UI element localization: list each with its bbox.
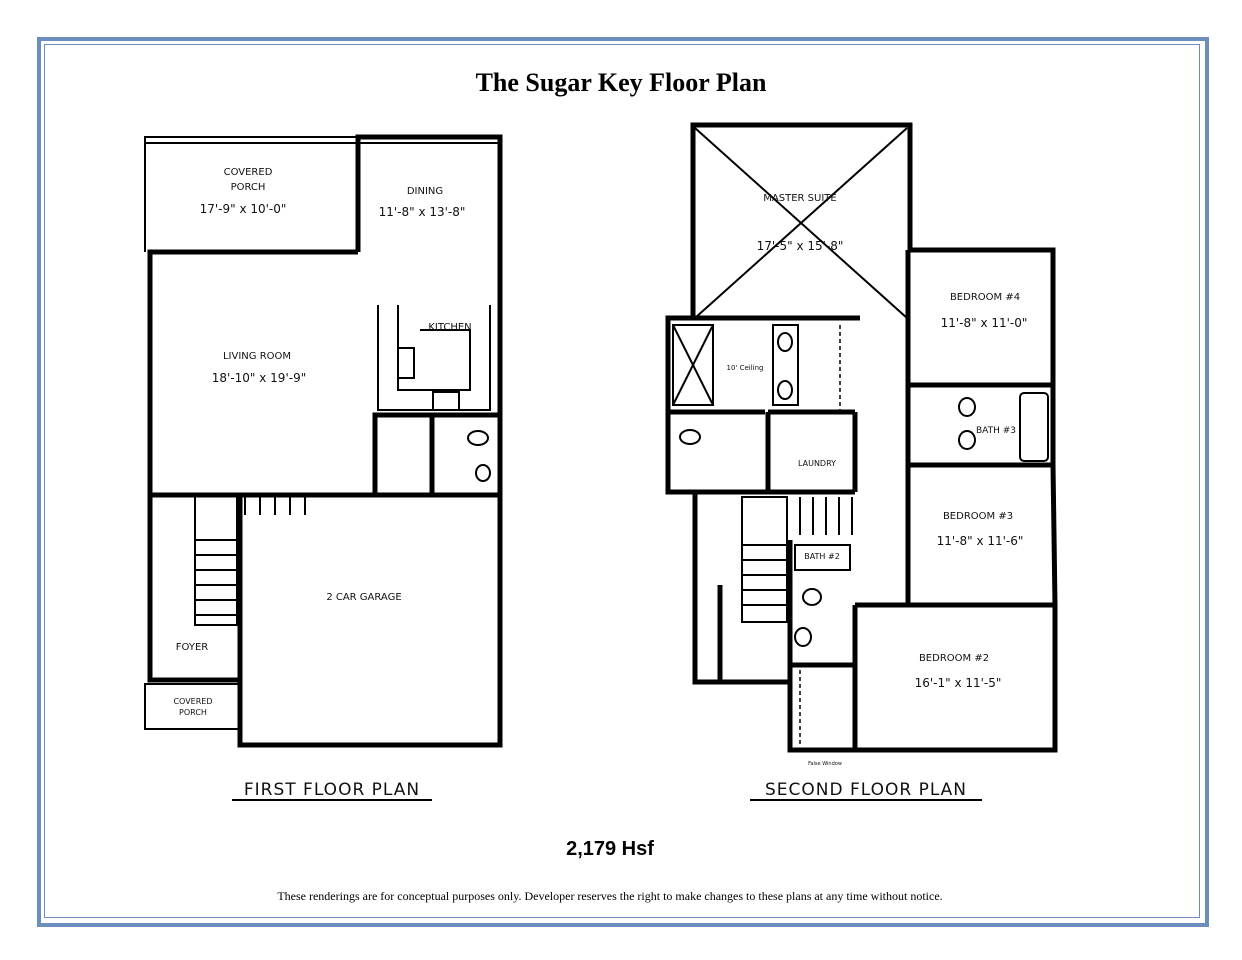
toilet: [679, 429, 701, 445]
room-label: COVERED: [173, 697, 212, 706]
second-floor-label: SECOND FLOOR PLAN: [765, 780, 967, 800]
toilet: [802, 588, 822, 606]
room-dimensions: 11'-8" x 11'-6": [937, 534, 1024, 548]
room-dimensions: 11'-8" x 13'-8": [379, 205, 466, 219]
second-floor-plan: MASTER SUITE 17'-5" x 15'-8" BEDROOM #4 …: [665, 122, 1058, 801]
sink: [958, 397, 976, 417]
first-floor-label: FIRST FLOOR PLAN: [244, 780, 420, 800]
shower: [672, 324, 714, 406]
stairs: [194, 494, 306, 626]
room-dimensions: 11'-8" x 11'-0": [941, 316, 1028, 330]
toilet: [958, 430, 976, 450]
vanity: [772, 324, 799, 406]
room-dimensions: 16'-1" x 11'-5": [915, 676, 1002, 690]
sink: [475, 464, 491, 482]
square-footage: 2,179 Hsf: [566, 838, 654, 860]
room-dimensions: 17'-9" x 10'-0": [200, 202, 287, 216]
room-dimensions: 17'-5" x 15'-8": [757, 239, 844, 253]
sink: [794, 627, 812, 647]
sink: [397, 347, 415, 379]
ceiling-line: [694, 127, 908, 319]
page-title: The Sugar Key Floor Plan: [475, 68, 767, 97]
range: [432, 391, 460, 411]
room-label: FOYER: [176, 642, 209, 653]
room-label: False Window: [808, 761, 842, 767]
stairs: [741, 496, 853, 623]
room-label: LAUNDRY: [798, 459, 836, 468]
toilet: [467, 430, 489, 446]
room-label: BEDROOM #4: [950, 292, 1020, 303]
tub: [794, 544, 851, 571]
exterior-wall: [665, 122, 1058, 753]
page-border: [37, 37, 1209, 927]
room-label: 10' Ceiling: [727, 364, 764, 372]
room-label: PORCH: [179, 708, 207, 717]
room-label: MASTER SUITE: [763, 193, 836, 204]
room-label: KITCHEN: [428, 322, 471, 333]
room-dimensions: 18'-10" x 19'-9": [212, 371, 306, 385]
room-label: BEDROOM #2: [919, 653, 989, 664]
room-label: DINING: [407, 186, 443, 197]
wall: [372, 412, 500, 495]
bathtub: [1019, 392, 1049, 462]
front-porch: [144, 683, 241, 730]
page-border-inner: [44, 44, 1200, 918]
room-label: BEDROOM #3: [943, 511, 1013, 522]
room-label: PORCH: [231, 182, 266, 193]
first-floor-plan: COVERED PORCH 17'-9" x 10'-0" DINING 11'…: [144, 134, 503, 801]
room-label: BATH #3: [976, 426, 1016, 436]
room-label: LIVING ROOM: [223, 351, 291, 362]
room-label: BATH #2: [804, 552, 840, 561]
disclaimer: These renderings are for conceptual purp…: [277, 889, 943, 903]
room-label: 2 CAR GARAGE: [326, 592, 401, 603]
exterior-wall: [147, 134, 503, 748]
room-label: COVERED: [224, 167, 273, 178]
